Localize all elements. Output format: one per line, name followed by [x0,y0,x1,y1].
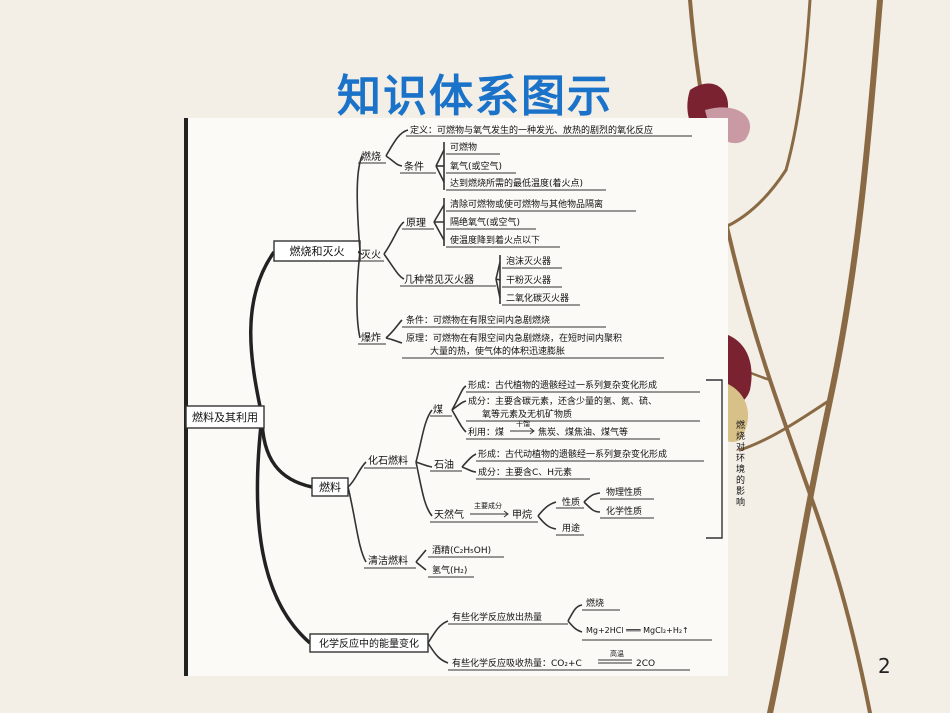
coal-use-products: 焦炭、煤焦油、煤气等 [538,426,628,438]
burn-definition: 定义：可燃物与氧气发生的一种发光、放热的剧烈的氧化反应 [410,124,653,136]
extinguisher-types-label: 几种常见灭火器 [404,273,474,286]
page-title: 知识体系图示 [337,71,613,122]
svg-text:环: 环 [736,453,745,464]
env-impact-label: 燃 烧 对 环 境 的 影 响 [736,419,745,508]
explosion-group: 爆炸 条件：可燃物在有限空间内急剧燃烧 原理：可燃物在有限空间内急剧燃烧，在短时… [358,314,664,359]
extinguisher-foam: 泡沫灭火器 [506,255,551,267]
gas-arrow-label: 主要成分 [474,501,502,510]
env-impact-bracket [706,379,723,539]
explosion-principle-1: 原理：可燃物在有限空间内急剧燃烧，在短时间内聚积 [406,332,622,344]
root-label: 燃料及其利用 [192,410,258,424]
oil-composition: 成分：主要含C、H元素 [478,466,572,478]
burn-condition-2: 氧气(或空气) [450,160,502,172]
extinguish-principle-label: 原理 [406,217,426,229]
svg-text:对: 对 [736,441,745,453]
burn-label: 燃烧 [361,150,381,163]
coal-use-arrow-label: 干馏 [516,419,530,428]
clean-fuel-group: 清洁燃料 酒精(C₂H₅OH) 氢气(H₂) [364,544,504,578]
coal-arrow-icon [510,427,535,435]
extinguisher-powder: 干粉灭火器 [506,274,551,286]
gas-property-chemical: 化学性质 [606,505,642,517]
clean-fuel-label: 清洁燃料 [368,554,408,567]
gas-main: 甲烷 [512,508,532,521]
gas-arrow-icon [470,510,509,518]
energy-group: 有些化学反应放出热量 燃烧 Mg+2HCl ═══ MgCl₂+H₂↑ 有些化学… [448,597,712,671]
svg-text:境: 境 [736,463,745,475]
burn-group: 燃烧 定义：可燃物与氧气发生的一种发光、放热的剧烈的氧化反应 条件 可燃物 氧气… [358,124,692,191]
oil-formation: 形成：古代动植物的遗骸经一系列复杂变化形成 [478,448,667,460]
gas-property-label: 性质 [562,496,580,508]
oil-label: 石油 [434,458,454,471]
extinguisher-co2: 二氧化碳灭火器 [506,292,569,304]
root-node [185,405,265,429]
svg-text:的: 的 [736,474,745,486]
energy-absorb-label: 有些化学反应吸收热量：CO₂+C [452,657,582,669]
burn-condition-label: 条件 [404,160,424,173]
equals-sign-icon [598,659,632,664]
extinguish-principle-3: 使温度降到着火点以下 [450,234,540,246]
branch-energy-label: 化学反应中的能量变化 [319,637,419,650]
svg-text:响: 响 [736,496,745,508]
branch-combustion-label: 燃烧和灭火 [290,244,345,258]
branch-fuel-label: 燃料 [319,480,341,494]
explosion-label: 爆炸 [361,332,381,344]
extinguish-principle-2: 隔绝氧气(或空气) [450,216,520,228]
coal-use-prefix: 利用：煤 [468,426,504,438]
gas-property-physical: 物理性质 [606,486,642,498]
fossil-group: 化石燃料 煤 形成：古代植物的遗骸经过一系列复杂变化形成 成分：主要含碳元素，还… [364,379,704,536]
svg-text:燃: 燃 [736,419,745,431]
coal-label: 煤 [433,403,443,416]
burn-condition-3: 达到燃烧所需的最低温度(着火点) [450,177,583,189]
energy-absorb-condition: 高温 [610,649,624,658]
burn-condition-1: 可燃物 [450,141,477,153]
coal-formation: 形成：古代植物的遗骸经过一系列复杂变化形成 [468,379,657,391]
energy-absorb-product: 2CO [636,659,655,669]
extinguish-group: 灭火 原理 清除可燃物或使可燃物与其他物品隔离 隔绝氧气(或空气) 使温度降到着… [358,198,636,306]
energy-release-reaction: Mg+2HCl ═══ MgCl₂+H₂↑ [586,626,689,635]
root-connectors [249,250,313,645]
energy-release-burn: 燃烧 [586,597,604,609]
coal-composition-2: 氧等元素及无机矿物质 [482,408,572,420]
energy-release-label: 有些化学反应放出热量 [452,611,542,623]
explosion-condition: 条件：可燃物在有限空间内急剧燃烧 [406,314,550,326]
branch3-connectors [427,604,583,664]
page-number: 2 [878,654,891,678]
extinguish-principle-1: 清除可燃物或使可燃物与其他物品隔离 [450,198,603,210]
fossil-label: 化石燃料 [368,454,408,467]
explosion-principle-2: 大量的热，使气体的体积迅速膨胀 [430,345,565,357]
clean-fuel-ethanol: 酒精(C₂H₅OH) [432,544,491,556]
branch1-connectors [356,129,501,344]
gas-use-label: 用途 [562,522,580,534]
coal-composition-1: 成分：主要含碳元素，还含少量的氢、氮、硫、 [468,395,657,407]
branch2-connectors [347,385,601,571]
clean-fuel-hydrogen: 氢气(H₂) [432,564,467,576]
svg-text:影: 影 [736,486,745,497]
svg-text:烧: 烧 [736,430,745,442]
gas-label: 天然气 [434,508,464,521]
extinguish-label: 灭火 [361,249,381,261]
